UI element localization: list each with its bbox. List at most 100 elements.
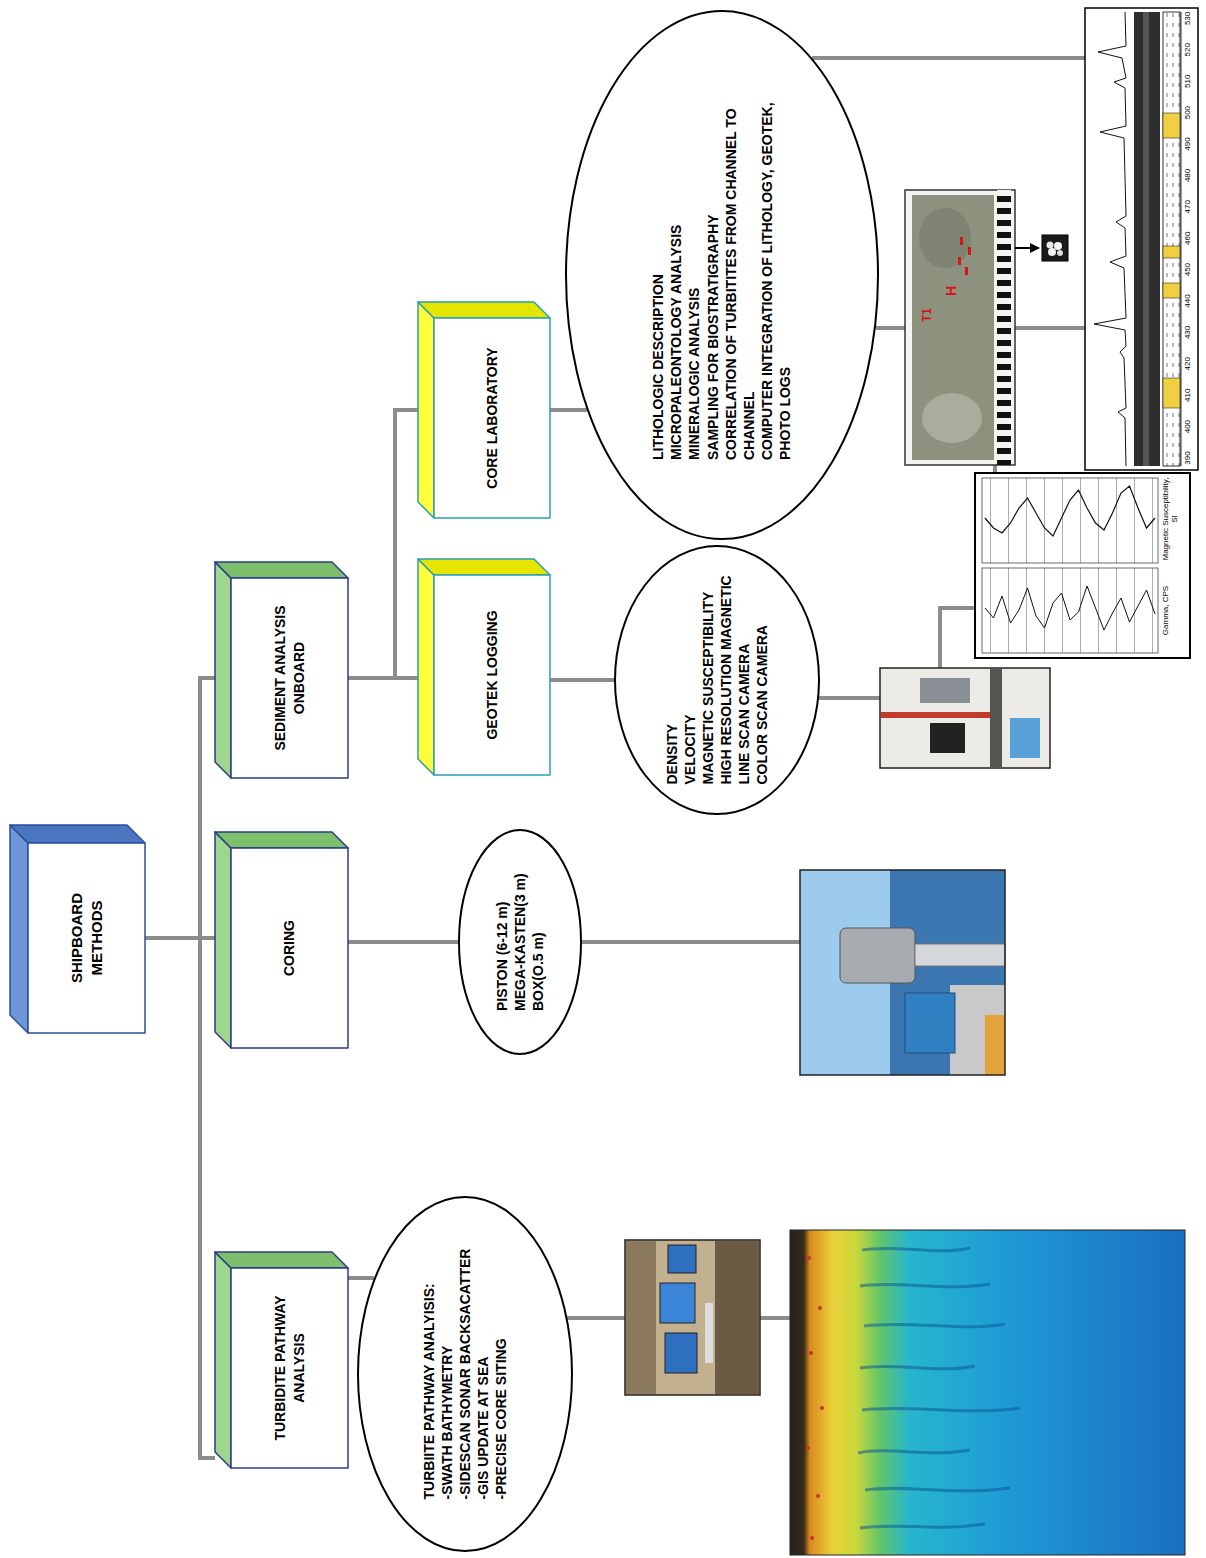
core-marker: T1 bbox=[921, 308, 935, 322]
photo-desk bbox=[715, 1241, 759, 1394]
speckle bbox=[818, 1306, 822, 1310]
leader-line bbox=[567, 1316, 625, 1320]
leader-line bbox=[819, 696, 880, 700]
node-label: CORRELATION OF TURBITITES FROM CHANNEL T… bbox=[722, 90, 758, 460]
logger-sensor bbox=[930, 723, 965, 753]
leader-line bbox=[582, 940, 800, 944]
method-ellipse: LITHOLOGIC DESCRIPTIONMICROPALEONTOLOGY … bbox=[565, 10, 879, 540]
node-label: LITHOLOGIC DESCRIPTION bbox=[649, 90, 667, 460]
box-top-face bbox=[215, 1252, 231, 1468]
core-sediment bbox=[912, 195, 994, 460]
node-label: MICROPALEONTOLOGY ANALYSIS bbox=[667, 90, 685, 460]
logger-device bbox=[920, 678, 970, 703]
method-ellipse: PISTON (6-12 m)MEGA-KASTEN(3 m)BOX(O.5 m… bbox=[458, 829, 582, 1055]
chart-frame bbox=[975, 473, 1190, 658]
depth-tick: 530 bbox=[1183, 6, 1192, 30]
tree-connector bbox=[348, 410, 418, 678]
tree-connector bbox=[550, 678, 614, 682]
depth-tick: 490 bbox=[1183, 132, 1192, 156]
node-label: CORING bbox=[280, 920, 298, 976]
depth-tick-holder: 400 bbox=[1183, 415, 1192, 439]
canyon-line bbox=[860, 1284, 990, 1287]
xray-curve bbox=[1094, 12, 1126, 466]
monitor bbox=[665, 1333, 697, 1373]
tree-connector bbox=[145, 678, 215, 938]
speckle bbox=[809, 1351, 813, 1355]
box-top-face bbox=[418, 559, 434, 775]
box-top-face bbox=[418, 302, 434, 518]
box-side-face bbox=[418, 559, 550, 575]
axis-label: Magnetic Susceptibility, SI bbox=[1161, 475, 1179, 563]
tree-connector bbox=[348, 1276, 374, 1280]
box-front-face bbox=[231, 578, 348, 778]
node-label: CORE LABORATORY bbox=[483, 347, 501, 488]
logger-mat bbox=[1010, 718, 1040, 758]
plot-frame bbox=[982, 478, 1158, 563]
method-ellipse: DENSITYVELOCITYMAGNETIC SUSCEPTIBILITYHI… bbox=[614, 545, 820, 815]
photo-ceiling bbox=[626, 1241, 656, 1394]
depth-tick-holder: 430 bbox=[1183, 320, 1192, 344]
geotek-photo bbox=[880, 668, 1050, 768]
box-front-face bbox=[28, 843, 145, 1033]
depth-tick: 500 bbox=[1183, 101, 1192, 125]
ellipse-shape bbox=[358, 1197, 572, 1551]
box-front-face bbox=[231, 1268, 348, 1468]
node-text-block: TURBIDITE PATHWAY ANALYSIS bbox=[231, 1268, 348, 1468]
depth-tick-holder: 530 bbox=[1183, 6, 1192, 30]
sand-bed bbox=[1163, 378, 1180, 408]
ellipse-shape bbox=[615, 546, 819, 814]
box-side-face bbox=[418, 302, 550, 318]
node-text-block: CORE LABORATORY bbox=[434, 318, 550, 518]
box-side-face bbox=[215, 562, 348, 578]
depth-tick-holder: 440 bbox=[1183, 289, 1192, 313]
depth-axis bbox=[1181, 12, 1182, 466]
node-text-block: TURBIITE PATHWAY ANALYISIS:-SWATH BATHYM… bbox=[420, 1249, 511, 1500]
photo-frame bbox=[905, 190, 1015, 465]
xray-log bbox=[1085, 8, 1198, 470]
sand-bed bbox=[1163, 246, 1180, 258]
depth-tick: 520 bbox=[1183, 38, 1192, 62]
corer-head bbox=[840, 928, 915, 983]
leader-line bbox=[1015, 326, 1085, 330]
box-front-face bbox=[434, 318, 550, 518]
canyon-line bbox=[862, 1408, 1020, 1411]
depth-tick: 400 bbox=[1183, 415, 1192, 439]
monitor bbox=[660, 1283, 695, 1323]
box-side-face bbox=[10, 825, 145, 843]
node-label: DENSITY bbox=[663, 575, 681, 784]
canyon-line bbox=[865, 1488, 1010, 1491]
leader-line bbox=[760, 1316, 790, 1320]
foram-chamber bbox=[1054, 242, 1062, 250]
leader-line bbox=[876, 326, 905, 330]
depth-tick: 420 bbox=[1183, 352, 1192, 376]
box-top-face bbox=[215, 562, 231, 778]
shelf-speckles bbox=[806, 1256, 824, 1540]
ship-deck bbox=[950, 985, 1005, 1075]
plot-frame bbox=[982, 568, 1158, 653]
node-label: SAMPLING FOR BIOSTRATIGRAPHY bbox=[704, 90, 722, 460]
node-label: -SIDESCAN SONAR BACKSACATTER bbox=[456, 1249, 474, 1500]
root-box: SHIPBOARD METHODS bbox=[10, 825, 145, 1033]
node-label: COLOR SCAN CAMERA bbox=[753, 575, 771, 784]
node-label: HIGH RESOLUTION MAGNETIC bbox=[717, 575, 735, 784]
photo-frame bbox=[625, 1240, 760, 1395]
bathymetry-image bbox=[790, 1230, 1185, 1555]
core-marker: H bbox=[943, 286, 959, 296]
box-side-face bbox=[215, 1252, 348, 1268]
node-label: MAGNETIC SUSCEPTIBILITY bbox=[699, 575, 717, 784]
logger-bench bbox=[990, 669, 1002, 767]
node-label: LINE SCAN CAMERA bbox=[735, 575, 753, 784]
node-label: -GIS UPDATE AT SEA bbox=[474, 1249, 492, 1500]
core-photo bbox=[905, 190, 1068, 465]
leader-line bbox=[940, 608, 975, 668]
depth-tick: 430 bbox=[1183, 320, 1192, 344]
keyboard bbox=[705, 1303, 713, 1363]
log-chart bbox=[975, 473, 1190, 658]
canyon-line bbox=[860, 1366, 975, 1369]
process-box: SEDIMENT ANALYSIS ONBOARD bbox=[215, 562, 348, 778]
lithology-column bbox=[1163, 12, 1180, 466]
box-front-face bbox=[231, 848, 348, 1048]
depth-tick-holder: 460 bbox=[1183, 226, 1192, 250]
node-label: VELOCITY bbox=[681, 575, 699, 784]
